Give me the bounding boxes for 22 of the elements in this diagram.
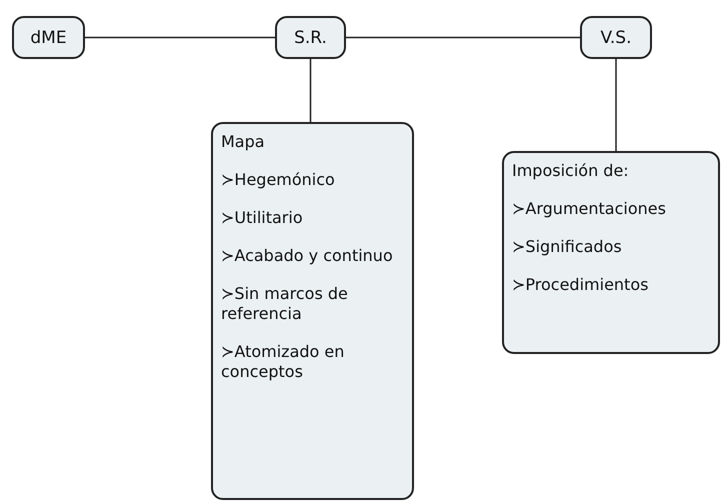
list-item: ≻Sin marcos de referencia: [221, 284, 349, 324]
connector-line: [346, 36, 580, 38]
concept-box: [12, 16, 85, 59]
list-item: ≻Hegemónico: [221, 170, 336, 190]
box-heading: Imposición de:: [512, 161, 630, 181]
concept-box: [580, 16, 652, 59]
list-item: ≻Significados: [512, 237, 623, 257]
list-box: [502, 151, 720, 354]
box-label: dME: [30, 28, 67, 48]
list-item: ≻Acabado y continuo: [221, 246, 394, 266]
list-item: ≻Utilitario: [221, 208, 304, 228]
list-item: ≻Atomizado en conceptos: [221, 342, 346, 382]
connector-line: [310, 59, 312, 122]
concept-box: [275, 16, 346, 59]
box-label: V.S.: [600, 28, 632, 48]
box-label: S.R.: [294, 28, 327, 48]
list-box: [211, 122, 414, 500]
list-item: ≻Argumentaciones: [512, 199, 667, 219]
box-heading: Mapa: [221, 132, 266, 152]
connector-line: [85, 36, 275, 38]
list-item: ≻Procedimientos: [512, 275, 650, 295]
connector-line: [615, 59, 617, 151]
